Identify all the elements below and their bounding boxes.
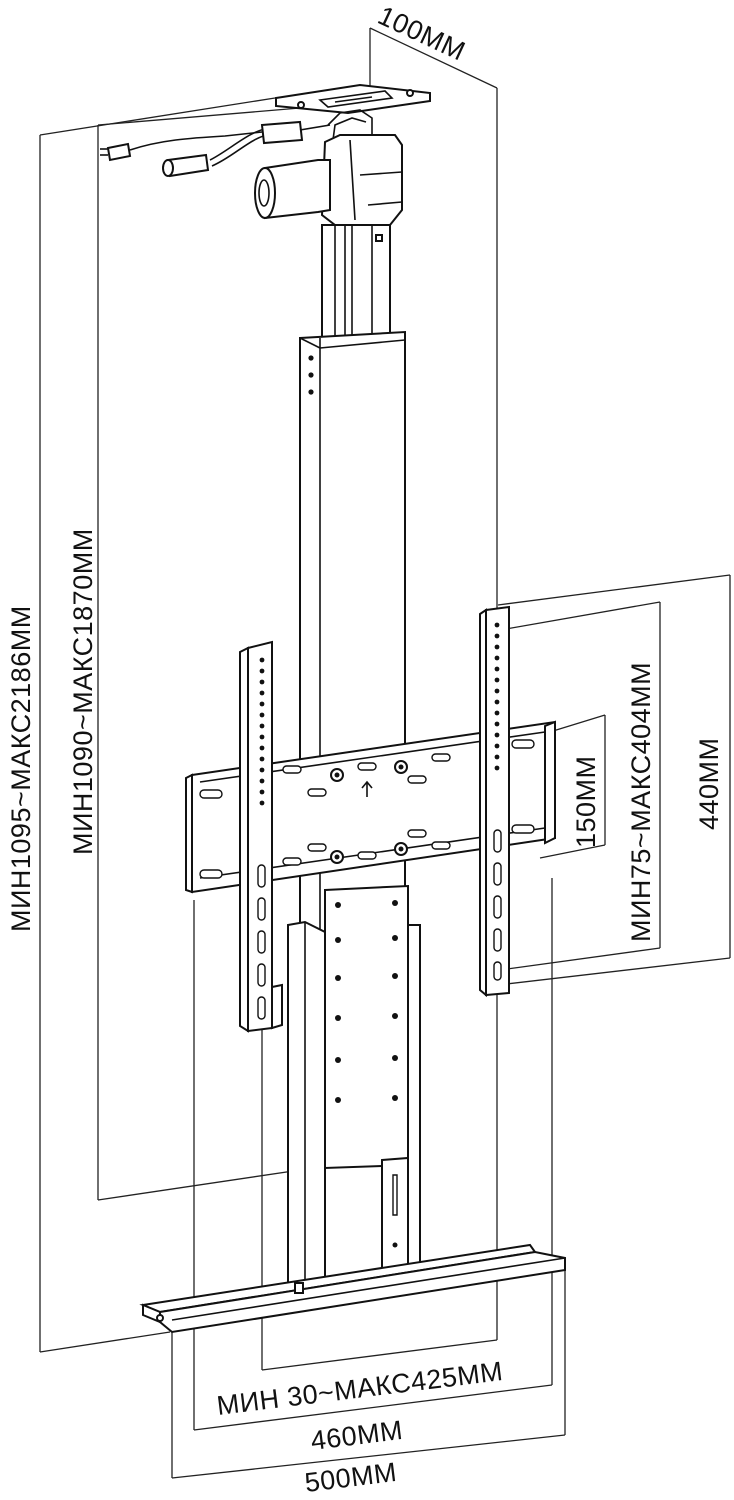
lower-column	[287, 884, 421, 1294]
right-vertical-arm	[479, 605, 510, 998]
horizontal-bracket	[185, 720, 556, 894]
label-bracket-height: МИН1090~МАКС1870ММ	[68, 528, 98, 855]
label-total-height: МИН1095~МАКС2186ММ	[6, 605, 36, 932]
left-vertical-arm	[239, 640, 283, 1033]
label-base-inner-width: 460ММ	[309, 1415, 404, 1456]
label-vesa-vertical: МИН75~МАКС404ММ	[626, 662, 656, 942]
label-vesa-horizontal: МИН 30~МАКС425ММ	[215, 1356, 505, 1421]
up-arrow-icon	[361, 780, 373, 797]
base-foot	[139, 1243, 566, 1334]
label-arm-height: 440ММ	[694, 737, 724, 830]
inner-column	[321, 224, 391, 346]
label-hole-spacing: 150ММ	[571, 755, 601, 848]
motor-assembly	[100, 83, 431, 226]
dimension-lines	[39, 27, 731, 1479]
label-top-width: 100MM	[373, 0, 470, 66]
label-base-width: 500ММ	[303, 1457, 398, 1498]
